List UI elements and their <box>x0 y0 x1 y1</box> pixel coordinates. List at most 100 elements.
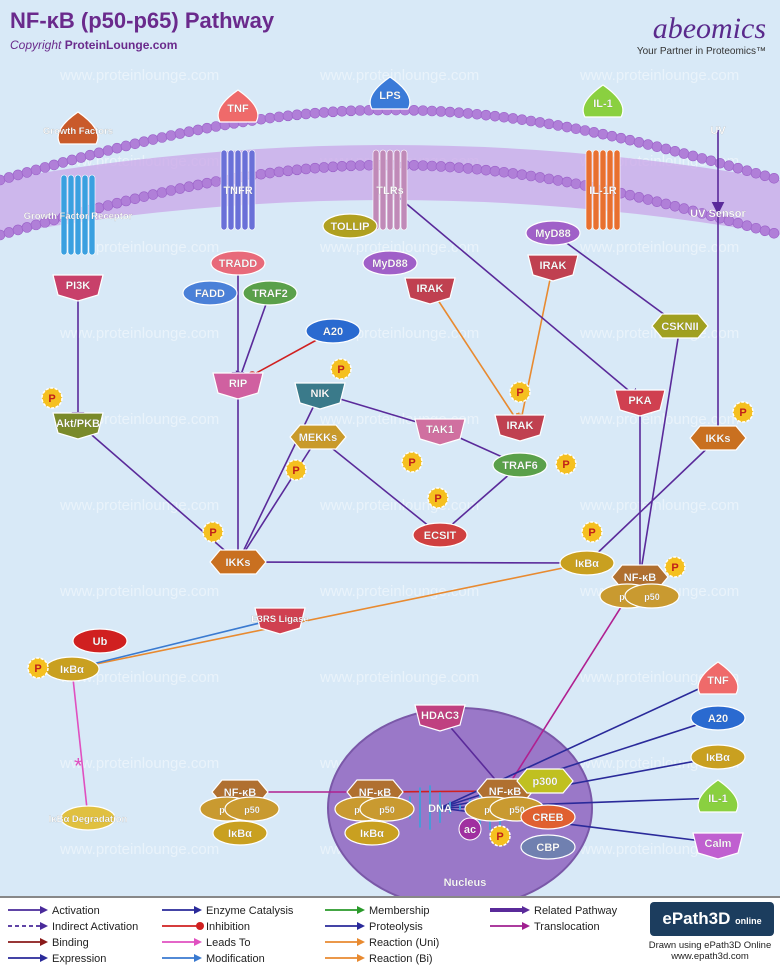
node-irak-c: IRAK <box>494 414 546 442</box>
node-label: Growth Factor Receptor <box>24 211 133 222</box>
node-traf2: TRAF2 <box>242 280 298 306</box>
node-label: IκBα <box>706 752 730 764</box>
node-a20-out: A20 <box>690 705 746 731</box>
node-akt: Akt/PKB <box>52 412 104 440</box>
node-growth-factor-receptor: Growth Factor Receptor <box>23 174 133 256</box>
phosphate-label: P <box>516 387 523 399</box>
node-label: TRAF6 <box>502 460 537 472</box>
leads-to-asterisk: * <box>74 754 83 779</box>
legend-item-proteolysis: Proteolysis <box>325 921 423 933</box>
legend-item-inhibition: Inhibition <box>162 921 250 933</box>
watermark-text: www.proteinlounge.com <box>59 67 219 84</box>
phosphate-badge: P <box>664 556 686 578</box>
node-label: IRAK <box>417 283 444 295</box>
edge-activation <box>235 292 271 385</box>
node-ikba-out2: IκBα <box>690 744 746 770</box>
edge-leads_to <box>71 668 89 819</box>
phosphate-label: P <box>671 562 678 574</box>
watermark-text: www.proteinlounge.com <box>59 755 219 772</box>
legend-label: Indirect Activation <box>52 921 138 933</box>
node-label: NF-κB <box>489 786 521 798</box>
node-label: TLRs <box>376 185 404 197</box>
node-cbp: CBP <box>520 834 576 860</box>
edge-activation <box>438 464 521 537</box>
node-ikba-left: IκBα <box>44 656 100 682</box>
node-uv-sensor: UV Sensor <box>690 208 747 220</box>
node-label: LPS <box>379 90 400 102</box>
copyright-prefix: Copyright <box>10 38 62 52</box>
phosphate-label: P <box>209 527 216 539</box>
node-fadd: FADD <box>182 280 238 306</box>
node-label: DNA <box>428 803 452 815</box>
brand-logo: abeomics Your Partner in Proteomics™ <box>637 12 766 57</box>
node-label: TNFR <box>223 185 252 197</box>
node-label: IκBα <box>228 828 252 840</box>
node-tnf: TNF <box>217 89 259 123</box>
phosphate-badge: P <box>285 459 307 481</box>
edge-translocation <box>504 576 641 793</box>
node-label: CREB <box>532 812 563 824</box>
epath-logo: ePath3D online <box>650 902 774 936</box>
node-label: A20 <box>708 713 728 725</box>
brand-tag: Your Partner in Proteomics™ <box>636 46 766 57</box>
epath-logo-sub: online <box>735 916 762 926</box>
watermark-text: www.proteinlounge.com <box>319 497 479 514</box>
phosphate-label: P <box>496 831 503 843</box>
legend-label: Leads To <box>206 937 250 949</box>
phosphate-label: P <box>562 459 569 471</box>
node-label: NF-κB <box>624 572 656 584</box>
node-label: CBP <box>536 842 559 854</box>
node-il1: IL-1 <box>582 84 624 118</box>
legend-label: Expression <box>52 953 106 965</box>
phosphate-badge: P <box>509 381 531 403</box>
watermark-text: www.proteinlounge.com <box>59 239 219 256</box>
node-p50-dna-l: p50 <box>359 796 415 822</box>
node-nucleus: Nucleus <box>443 877 487 889</box>
epath-url: www.epath3d.com <box>671 951 749 962</box>
node-ikks-left: IKKs <box>209 549 267 575</box>
node-label: p50 <box>379 805 395 815</box>
node-pka: PKA <box>614 389 666 417</box>
legend-item-indirect: Indirect Activation <box>8 921 138 933</box>
node-label: p50 <box>244 805 260 815</box>
legend-label: Membership <box>369 905 430 917</box>
node-growth-factors: Growth Factors <box>43 111 113 145</box>
phosphate-label: P <box>739 407 746 419</box>
phosphate-badge: P <box>41 387 63 409</box>
watermark-text: www.proteinlounge.com <box>59 583 219 600</box>
node-uv: UV <box>710 125 726 137</box>
node-label: Akt/PKB <box>56 418 100 430</box>
node-label: Nucleus <box>444 877 487 889</box>
node-label: IL-1 <box>593 98 613 110</box>
node-dna: DNA <box>428 803 452 815</box>
watermark-text: www.proteinlounge.com <box>579 411 739 428</box>
edge-activation <box>237 392 321 564</box>
node-label: IL-1R <box>589 185 617 197</box>
node-label: IRAK <box>540 260 567 272</box>
phosphate-label: P <box>408 457 415 469</box>
watermark-text: www.proteinlounge.com <box>579 67 739 84</box>
phosphate-badge: P <box>27 657 49 679</box>
edge-activation <box>585 437 719 565</box>
edge-activation <box>316 435 441 536</box>
node-csknii: CSKNII <box>651 313 709 339</box>
phosphate-label: P <box>48 393 55 405</box>
edge-reaction_uni <box>70 562 588 674</box>
node-hdac3: HDAC3 <box>414 704 466 732</box>
phosphate-badge: P <box>401 451 423 473</box>
node-ac: ac <box>458 817 482 841</box>
node-p300: p300 <box>516 768 574 794</box>
node-p50-top: p50 <box>624 583 680 609</box>
phosphate-badge: P <box>427 487 449 509</box>
edge-activation <box>389 189 642 402</box>
legend-label: Translocation <box>534 921 600 933</box>
node-label: TAK1 <box>426 424 454 436</box>
edge-activation <box>635 325 681 579</box>
node-mekks: MEKKs <box>289 424 347 450</box>
node-label: IKKs <box>705 433 730 445</box>
legend-item-binding: Binding <box>8 937 89 949</box>
node-tradd: TRADD <box>210 250 266 276</box>
node-ikba-degr: IκBα Degradation <box>48 805 128 831</box>
